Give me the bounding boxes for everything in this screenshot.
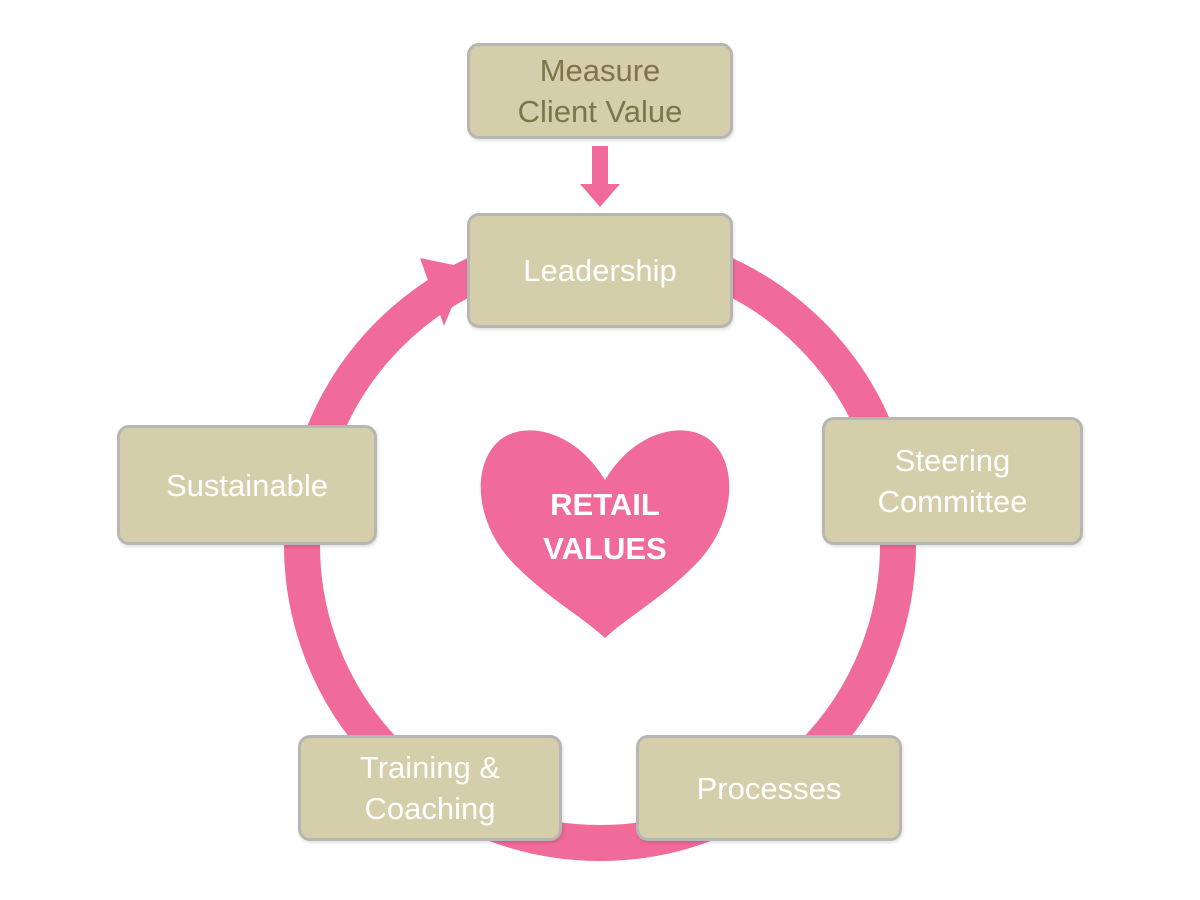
cycle-arrowhead xyxy=(420,258,468,326)
sustainable-box: Sustainable xyxy=(117,425,377,545)
input-arrow-shaft xyxy=(592,146,608,186)
input-arrow-head xyxy=(580,184,620,207)
training-coaching-box: Training & Coaching xyxy=(298,735,562,841)
steering-committee-box: Steering Committee xyxy=(822,417,1083,545)
leadership-box: Leadership xyxy=(467,213,733,328)
retail-values-label: RETAIL VALUES xyxy=(543,487,667,566)
heart-icon xyxy=(480,430,730,638)
processes-box: Processes xyxy=(636,735,902,841)
measure-client-value-box: Measure Client Value xyxy=(467,43,733,139)
